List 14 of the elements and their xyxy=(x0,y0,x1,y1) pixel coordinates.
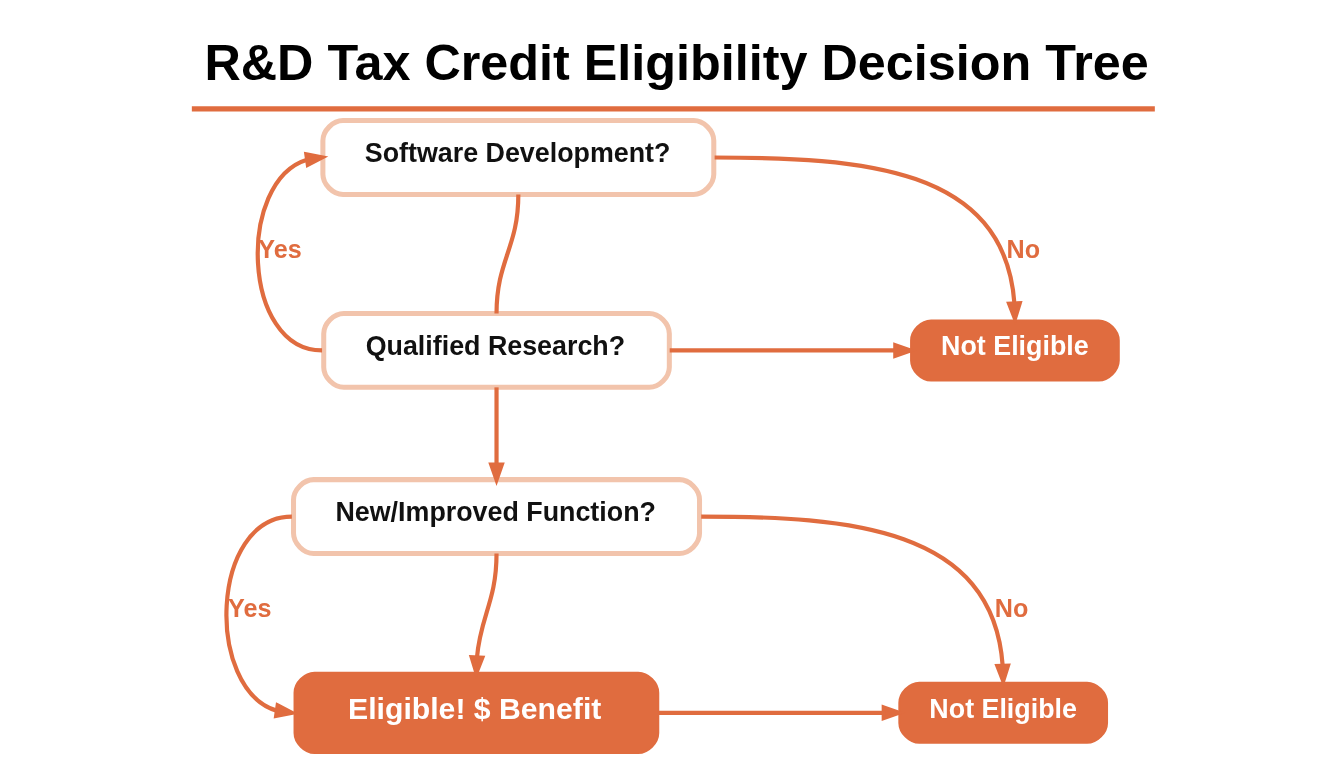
edge-label: No xyxy=(994,594,1028,623)
arrow xyxy=(255,151,328,353)
arrow xyxy=(487,387,505,486)
node-box: Not Eligible xyxy=(909,319,1120,382)
node-box: New/Improved Function? xyxy=(290,477,702,556)
node-box: Eligible! $ Benefit xyxy=(293,671,659,754)
edge-label: No xyxy=(1006,235,1040,264)
connector xyxy=(493,194,520,314)
node-box: Software Development? xyxy=(319,118,716,197)
edge-label: Yes xyxy=(257,235,302,264)
node-box: Not Eligible xyxy=(897,681,1108,744)
edge-label: Yes xyxy=(227,594,271,623)
diagram-title: R&D Tax Credit Eligibility Decision Tree xyxy=(203,33,1149,91)
node-box: Qualified Research? xyxy=(320,311,672,390)
